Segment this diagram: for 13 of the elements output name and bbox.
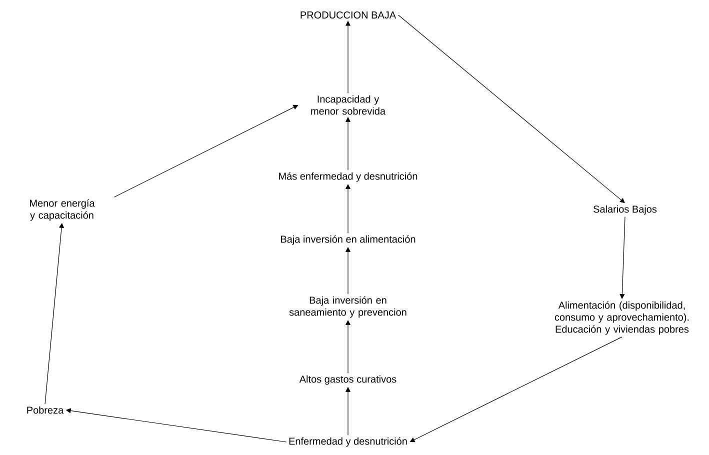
cause-text: Enfermedad y desnutrición <box>289 437 407 447</box>
cause-text: Baja inversión en alimentación <box>281 235 416 245</box>
cause-text: Salarios Bajos <box>594 205 657 215</box>
cause-text: Pobreza <box>27 406 64 414</box>
arrow <box>398 14 625 204</box>
cause-text: Más enfermedad y desnutrición <box>279 172 418 182</box>
cause-text: Baja inversión en saneamiento y prevencion <box>289 296 406 318</box>
cause-text: Altos gastos curativos <box>299 375 396 385</box>
cause-text: Menor energía y capacitación <box>30 199 95 221</box>
cause-text: Incapacidad y menor sobrevida <box>311 95 386 115</box>
arrow <box>410 336 622 442</box>
cause-text: PRODUCCION BAJA <box>300 11 396 19</box>
cause-text: Alimentación (disponibilidad, consumo y aprovechamiento). Educación y viviendas pobres <box>554 301 689 335</box>
